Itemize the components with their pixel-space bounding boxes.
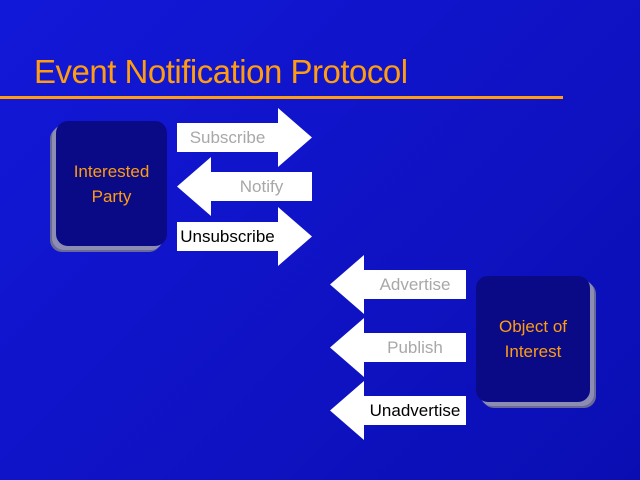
unadvertise-label: Unadvertise: [369, 401, 461, 420]
publish-label: Publish: [387, 338, 443, 357]
unsubscribe-arrow: Unsubscribe: [177, 207, 312, 266]
subscribe-arrow: Subscribe: [177, 108, 312, 167]
interested-party-label: Interested Party: [74, 159, 150, 209]
slide-title: Event Notification Protocol: [34, 53, 408, 90]
unadvertise-arrow: Unadvertise: [330, 381, 466, 440]
interested-party-line1: Interested: [73, 161, 150, 181]
notify-label: Notify: [239, 177, 284, 196]
unsubscribe-label: Unsubscribe: [180, 227, 275, 246]
notify-arrow: Notify: [177, 157, 312, 216]
object-of-interest-label: Object of Interest: [499, 314, 567, 364]
interested-party-box: Interested Party: [56, 121, 167, 246]
publish-arrow: Publish: [330, 318, 466, 377]
object-of-interest-box: Object of Interest: [476, 276, 590, 402]
interested-party-line2: Party: [91, 186, 132, 206]
advertise-label: Advertise: [379, 275, 451, 294]
subscribe-label: Subscribe: [189, 128, 266, 147]
title-underline: [0, 96, 563, 99]
object-of-interest-line1: Object of: [498, 317, 568, 336]
object-of-interest-line2: Interest: [504, 342, 562, 361]
advertise-arrow: Advertise: [330, 255, 466, 314]
